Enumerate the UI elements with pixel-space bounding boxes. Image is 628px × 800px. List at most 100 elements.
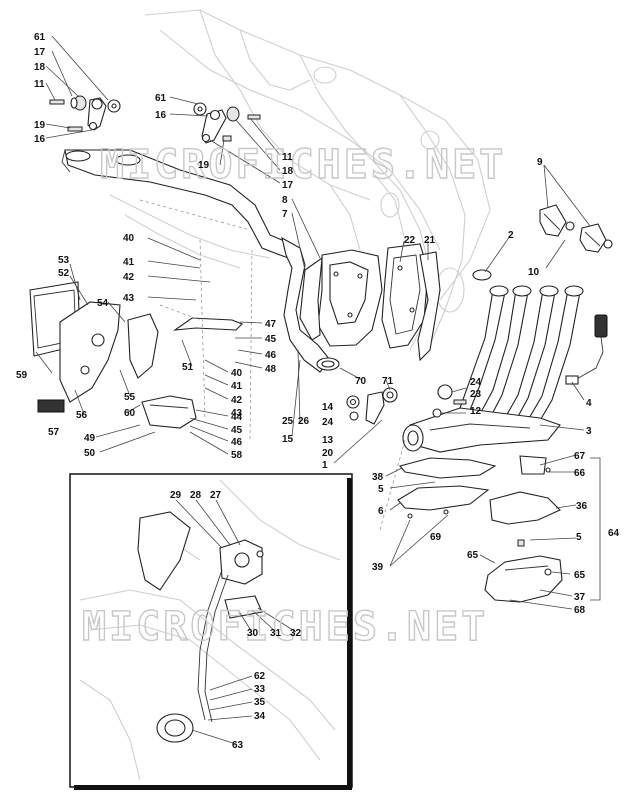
- callout-4: 4: [586, 398, 592, 409]
- gaskets-2: [472, 269, 492, 281]
- callout-64: 64: [608, 528, 620, 539]
- callout-18-mid: 18: [282, 166, 294, 177]
- silencer-end-37: [484, 555, 563, 603]
- callout-33: 33: [254, 684, 266, 695]
- callout-34: 34: [254, 711, 266, 722]
- callout-21: 21: [424, 235, 436, 246]
- callout-32: 32: [290, 628, 302, 639]
- callout-20: 20: [322, 448, 334, 459]
- callout-48: 48: [265, 364, 277, 375]
- bracket-54: [59, 301, 121, 403]
- watermark-bottom: MICROFICHES.NET: [82, 604, 488, 650]
- callout-3: 3: [586, 426, 592, 437]
- heat-shields: [299, 243, 441, 362]
- callout-28: 28: [190, 490, 202, 501]
- callout-19-mid: 19: [198, 160, 210, 171]
- washer-24b: [437, 384, 453, 400]
- nut-12: [432, 408, 442, 418]
- callout-49: 49: [84, 433, 96, 444]
- callout-35: 35: [254, 697, 266, 708]
- block-57: [37, 399, 65, 413]
- callout-57: 57: [48, 427, 60, 438]
- callout-44: 44: [231, 412, 243, 423]
- callout-54: 54: [97, 298, 109, 309]
- callout-51: 51: [182, 362, 194, 373]
- header-pipes-four: [459, 285, 584, 425]
- frame-ghost-outline: [109, 9, 491, 351]
- callout-61-top: 61: [34, 32, 46, 43]
- bolt-23: [453, 399, 467, 405]
- callout-17-top: 17: [34, 47, 46, 58]
- callout-10: 10: [528, 267, 540, 278]
- lambda-sensor-4: [565, 314, 608, 385]
- screw-11-right: [247, 114, 261, 120]
- callout-63: 63: [232, 740, 244, 751]
- callout-56: 56: [76, 410, 88, 421]
- callout-1: 1: [322, 460, 328, 471]
- callout-labels: 61 17 18 11 19 16 61 16 19 11 18 17 8 7 …: [16, 32, 620, 751]
- callout-40-low: 40: [231, 368, 243, 379]
- screw-19-right: [222, 135, 232, 142]
- callout-24-right: 24: [470, 377, 482, 388]
- callout-52: 52: [58, 268, 70, 279]
- callout-13: 13: [322, 435, 334, 446]
- inset-detail: [69, 473, 353, 790]
- callout-67: 67: [574, 451, 586, 462]
- callout-61-mid: 61: [155, 93, 167, 104]
- callout-46-lower: 46: [231, 437, 243, 448]
- callout-37: 37: [574, 592, 586, 603]
- callout-45-lower: 45: [231, 425, 243, 436]
- bracket-55: [127, 313, 159, 379]
- callout-71: 71: [382, 376, 394, 387]
- watermark-top: MICROFICHES.NET: [100, 142, 506, 188]
- callout-39: 39: [372, 562, 384, 573]
- bracket-44: [141, 395, 197, 429]
- callout-30: 30: [247, 628, 259, 639]
- callout-31: 31: [270, 628, 282, 639]
- callout-27: 27: [210, 490, 222, 501]
- callout-66: 66: [574, 468, 586, 479]
- callout-29: 29: [170, 490, 182, 501]
- callout-50: 50: [84, 448, 96, 459]
- callout-25: 25: [282, 416, 294, 427]
- callout-14: 14: [322, 402, 334, 413]
- callout-65-right: 65: [574, 570, 586, 581]
- inset-leader-lines: [175, 499, 297, 745]
- callout-41-low: 41: [231, 381, 243, 392]
- callout-5-lower: 5: [576, 532, 582, 543]
- hanger-bracket-group-right: [193, 102, 261, 144]
- silencer-guards: [397, 455, 563, 603]
- callout-55: 55: [124, 392, 136, 403]
- bracket-21: [417, 251, 441, 362]
- callout-17-mid: 17: [282, 180, 294, 191]
- assembly-guides: [139, 199, 406, 531]
- callout-2: 2: [508, 230, 514, 241]
- callout-38: 38: [372, 472, 384, 483]
- center-hardware: [346, 384, 467, 425]
- callout-26: 26: [298, 416, 310, 427]
- callout-69: 69: [430, 532, 442, 543]
- collector-pipe-3: [409, 407, 561, 453]
- leader-lines: [35, 35, 601, 610]
- exhaust-pipes: [61, 149, 584, 453]
- bracket-13: [365, 391, 385, 425]
- callout-15: 15: [282, 434, 294, 445]
- brackets-9-10: [539, 204, 613, 253]
- callout-53: 53: [58, 255, 70, 266]
- callout-5-upper: 5: [378, 484, 384, 495]
- rod-41-43: [172, 317, 243, 331]
- callout-11-top: 11: [34, 79, 45, 90]
- callout-16-left: 16: [34, 134, 46, 145]
- callout-70: 70: [355, 376, 367, 387]
- callout-18-top: 18: [34, 62, 46, 73]
- callout-19-left: 19: [34, 120, 46, 131]
- callout-42-low: 42: [231, 395, 243, 406]
- callout-60: 60: [124, 408, 136, 419]
- callout-22: 22: [404, 235, 416, 246]
- guard-38: [399, 457, 497, 479]
- callout-43-low: 43: [231, 408, 243, 419]
- callout-58: 58: [231, 450, 243, 461]
- washer-24a: [349, 411, 359, 421]
- guard-6: [397, 485, 490, 511]
